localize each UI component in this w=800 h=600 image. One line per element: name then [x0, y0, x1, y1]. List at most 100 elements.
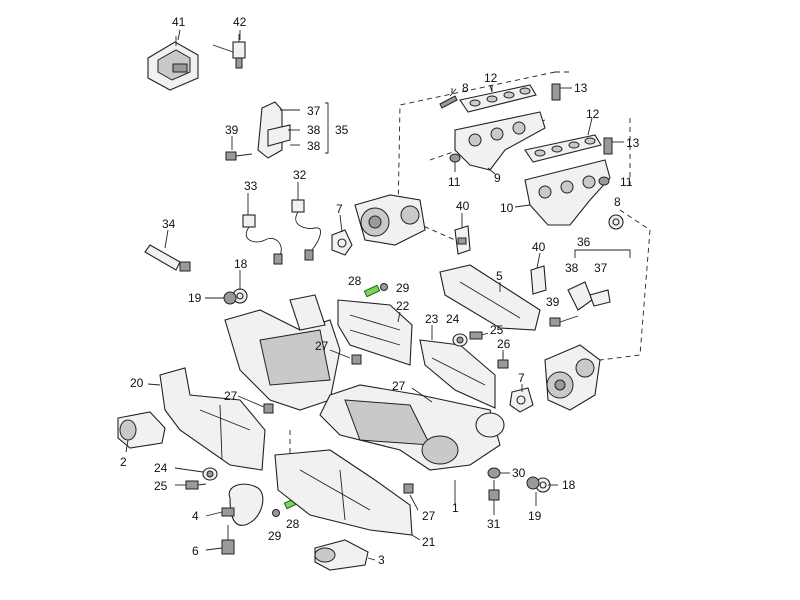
- callout-22: 22: [396, 299, 410, 313]
- leader-lines: [125, 29, 593, 561]
- part-12-gasket-upper: [459, 84, 537, 113]
- part-24-spacer-right: [452, 333, 468, 347]
- callout-37: 37: [594, 261, 608, 275]
- part-2-tailpipe: [117, 411, 166, 449]
- part-7-gasket-lower: [509, 387, 534, 413]
- callout-29: 29: [396, 281, 410, 295]
- part-12-gasket-lower: [524, 134, 602, 163]
- callout-8: 8: [462, 81, 469, 95]
- part-24-spacer-left: [202, 467, 218, 481]
- callout-11: 11: [448, 175, 461, 189]
- part-39-bolt-lower: [549, 315, 579, 327]
- callout-19: 19: [188, 291, 202, 305]
- callout-40: 40: [532, 240, 546, 254]
- callout-27: 27: [422, 509, 436, 523]
- callout-24: 24: [446, 312, 460, 326]
- callout-13: 13: [626, 136, 640, 150]
- callout-7: 7: [336, 202, 343, 216]
- callout-8: 8: [614, 195, 621, 209]
- callout-5: 5: [496, 269, 503, 283]
- part-31-bolt: [488, 480, 500, 501]
- part-32-oxygen-sensor: [291, 199, 322, 261]
- part-9-manifold: [454, 111, 546, 175]
- callout-3: 3: [378, 553, 385, 567]
- part-35-bracket-assembly: [257, 101, 329, 159]
- part-40-bracket-lower: [530, 265, 547, 295]
- part-1-exhaust-assembly: [224, 294, 505, 505]
- part-turbocharger-upper: [354, 194, 426, 246]
- callout-32: 32: [293, 168, 307, 182]
- part-42-sensor: [212, 34, 246, 69]
- callout-18: 18: [234, 257, 248, 271]
- part-33-oxygen-sensor: [242, 214, 283, 265]
- callout-24: 24: [154, 461, 168, 475]
- callout-2: 2: [120, 455, 127, 469]
- callout-42: 42: [233, 15, 247, 29]
- callout-25: 25: [490, 323, 504, 337]
- part-7-gasket-upper: [331, 229, 353, 256]
- callout-37: 37: [307, 104, 321, 118]
- part-5-heat-shield: [439, 264, 541, 331]
- part-13-bolt-a: [551, 83, 572, 101]
- callout-18: 18: [562, 478, 576, 492]
- callout-38: 38: [307, 139, 321, 153]
- callout-27: 27: [224, 389, 238, 403]
- callout-27: 27: [315, 339, 329, 353]
- part-3-tailpipe: [314, 539, 369, 571]
- part-11-nut-a: [449, 153, 461, 172]
- callout-21: 21: [422, 535, 436, 549]
- callout-25: 25: [154, 479, 168, 493]
- callout-9: 9: [494, 171, 501, 185]
- callout-26: 26: [497, 337, 511, 351]
- part-39-bolt-upper: [225, 136, 253, 161]
- callout-20: 20: [130, 376, 144, 390]
- part-34-tube: [144, 244, 191, 272]
- callout-12: 12: [484, 71, 498, 85]
- callout-4: 4: [192, 509, 199, 523]
- callout-29: 29: [268, 529, 282, 543]
- callout-38: 38: [565, 261, 579, 275]
- part-41-mounting-bracket: [147, 36, 199, 91]
- callout-7: 7: [518, 371, 525, 385]
- part-6-bolt: [221, 525, 235, 555]
- part-22-heat-shield: [337, 299, 413, 366]
- part-29-nut-upper: [380, 283, 388, 291]
- part-27-clip-c: [263, 403, 274, 414]
- callout-38: 38: [307, 123, 321, 137]
- callout-30: 30: [512, 466, 526, 480]
- part-13-bolt-b: [603, 137, 624, 155]
- part-25-bolt-right: [469, 331, 489, 340]
- part-25-bolt-left: [185, 480, 207, 490]
- callout-labels: 41 42 37 38 35 38 39 8 12 13 12 13 11 9 …: [120, 15, 640, 567]
- part-10-manifold: [514, 159, 611, 226]
- part-19-nut-left: [223, 291, 237, 305]
- callout-33: 33: [244, 179, 258, 193]
- part-36-bracket-assembly: [567, 249, 631, 311]
- part-4-clamp: [221, 483, 264, 526]
- callout-10: 10: [500, 201, 514, 215]
- callout-34: 34: [162, 217, 176, 231]
- part-turbocharger-lower: [544, 344, 601, 411]
- part-18-ring-left: [232, 288, 248, 304]
- callout-6: 6: [192, 544, 199, 558]
- part-11-nut-b: [598, 176, 610, 186]
- part-29-nut-lower: [272, 509, 280, 517]
- callout-11: 11: [620, 175, 633, 189]
- callout-39: 39: [225, 123, 239, 137]
- callout-12: 12: [586, 107, 600, 121]
- part-27-clip-d: [403, 483, 414, 494]
- part-8-ring-lower: [608, 214, 624, 230]
- callout-27: 27: [392, 379, 406, 393]
- part-40-bracket-upper: [454, 225, 471, 255]
- callout-39: 39: [546, 295, 560, 309]
- callout-28: 28: [286, 517, 300, 531]
- callout-1: 1: [452, 501, 459, 515]
- callout-19: 19: [528, 509, 542, 523]
- callout-23: 23: [425, 312, 439, 326]
- callout-28: 28: [348, 274, 362, 288]
- callout-31: 31: [487, 517, 501, 531]
- part-19-nut-right: [526, 476, 540, 490]
- part-20-heat-shield: [159, 367, 266, 471]
